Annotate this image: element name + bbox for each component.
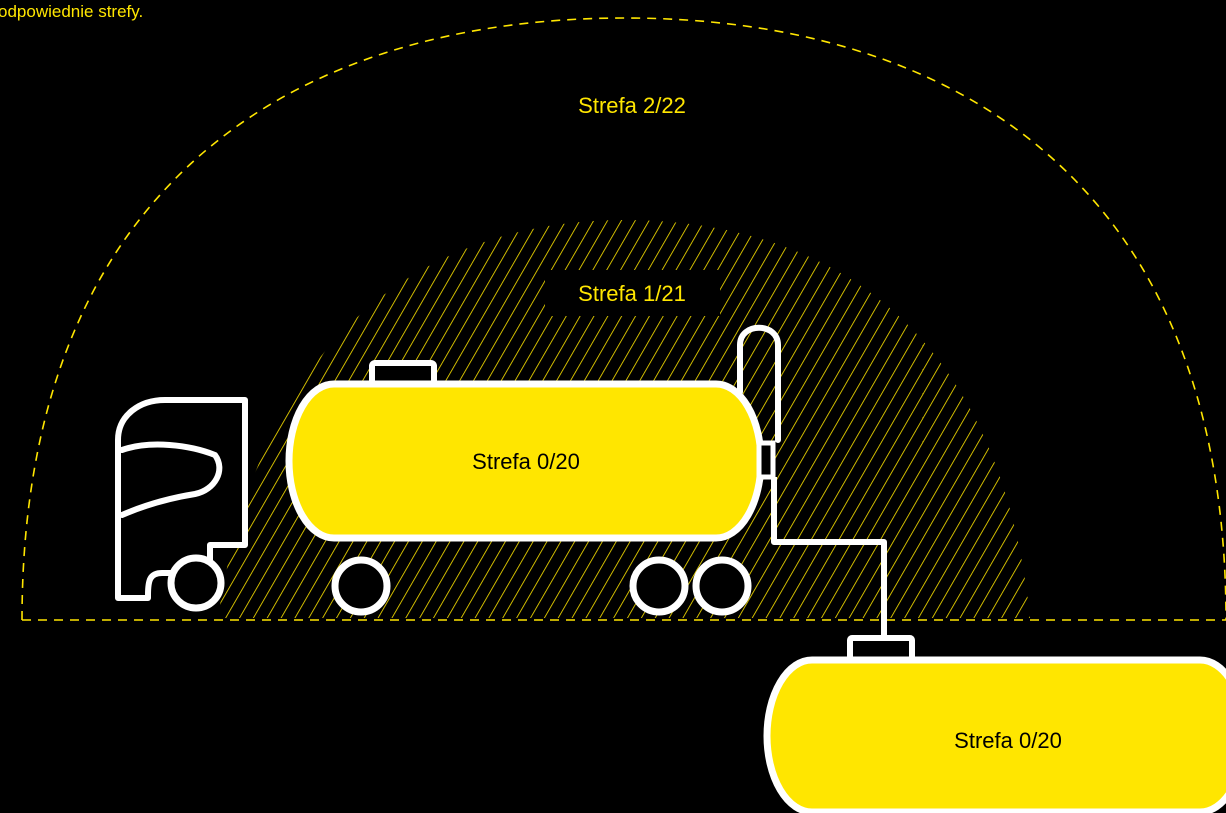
storage-tank-label: Strefa 0/20: [954, 728, 1062, 753]
truck-tank-label: Strefa 0/20: [472, 449, 580, 474]
zone-1-21-label: Strefa 1/21: [578, 281, 686, 306]
cab-wheel: [167, 554, 225, 612]
zone-2-22-label: Strefa 2/22: [578, 93, 686, 118]
tank-end-coupling: [756, 440, 776, 480]
zone-2-22-boundary: [21, 17, 1226, 621]
trailer-rear-wheel-2: [692, 556, 752, 616]
diagram-caption: odpowiednie strefy.: [0, 2, 144, 21]
vent-pipe: [737, 324, 781, 443]
zone-1-21-label-backdrop: [545, 270, 720, 316]
trailer-rear-wheel-1: [629, 556, 689, 616]
storage-tank: [763, 656, 1226, 813]
trailer-front-wheel: [331, 556, 391, 616]
transfer-hose: [771, 477, 887, 638]
